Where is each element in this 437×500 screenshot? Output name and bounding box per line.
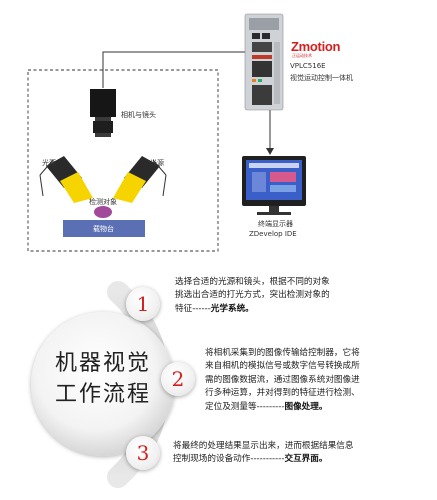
controller-description: 视觉运动控制一体机 bbox=[290, 74, 353, 82]
step-3-number: 3 bbox=[126, 436, 160, 470]
light-left-label: 光源 bbox=[42, 159, 56, 167]
light-right-icon bbox=[113, 156, 167, 203]
system-diagram bbox=[27, 13, 306, 252]
step-1-number: 1 bbox=[126, 287, 160, 321]
object-label: 检测对象 bbox=[89, 198, 117, 206]
step-2-highlight: 图像处理。 bbox=[284, 401, 328, 412]
step-2-text: 将相机采集到的图像传输给控制器，它将 来自相机的模拟信号或数字信号转换成所 需的… bbox=[205, 348, 360, 412]
controller-model: VPLC516E bbox=[290, 62, 326, 70]
inspection-area-border bbox=[27, 69, 219, 252]
camera-label: 相机与镜头 bbox=[121, 111, 156, 119]
monitor-software: ZDevelop IDE bbox=[249, 230, 297, 238]
arrow-down-icon bbox=[266, 148, 274, 155]
camera-controller-line bbox=[102, 51, 245, 88]
camera-icon bbox=[90, 89, 116, 137]
stage-label: 载物台 bbox=[93, 225, 114, 233]
brand-subtitle: 正运动技术 bbox=[292, 53, 312, 58]
step-2-number: 2 bbox=[161, 362, 195, 396]
step-3-highlight: 交互界面。 bbox=[284, 454, 328, 465]
workflow-title-line2: 工作流程 bbox=[55, 382, 152, 407]
title-circle bbox=[31, 312, 175, 456]
stage-shape bbox=[63, 220, 145, 237]
step-1-text: 选择合适的光源和镜头，根据不同的对象 挑选出合适的打光方式，突出检测对象的 特征… bbox=[175, 277, 330, 314]
step-1-highlight: 光学系统。 bbox=[210, 303, 254, 314]
controller-device-icon bbox=[244, 13, 284, 111]
light-right-label: 光源 bbox=[150, 159, 164, 167]
workflow-title-line1: 机器视觉 bbox=[55, 351, 152, 376]
brand-logo: Zmotion bbox=[291, 39, 341, 54]
step-3-text: 将最终的处理结果显示出来，进而根据结果信息 控制现场的设备动作---------… bbox=[173, 441, 354, 465]
light-left-icon bbox=[39, 156, 93, 203]
object-shape bbox=[94, 206, 112, 218]
monitor-label: 终端显示器 bbox=[258, 220, 293, 228]
monitor-icon bbox=[242, 156, 306, 215]
